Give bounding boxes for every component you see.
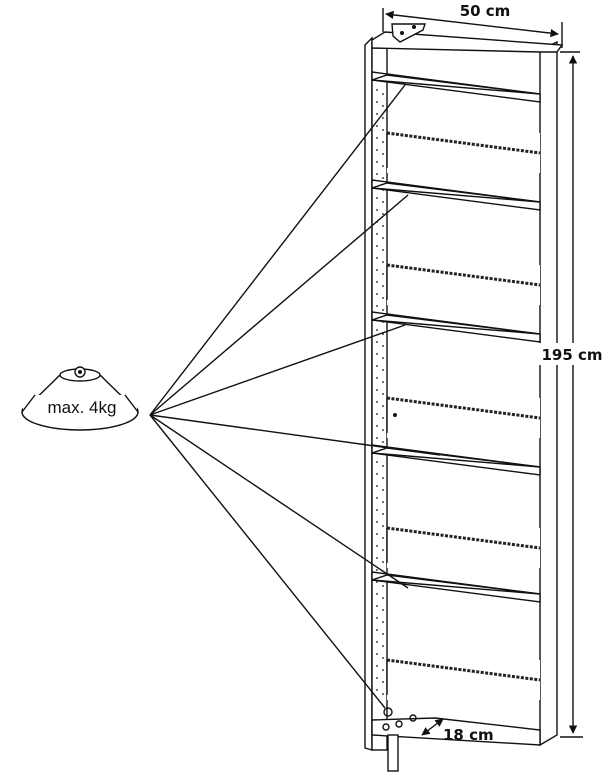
screw xyxy=(393,413,397,417)
height-dimension: 195 cm xyxy=(538,51,606,738)
pivot-hinge xyxy=(383,707,393,717)
shoe-rail xyxy=(386,396,541,420)
load-line xyxy=(149,324,406,416)
shoe-rail xyxy=(386,658,541,682)
height-label: 195 cm xyxy=(541,346,602,364)
width-dimension: 50 cm xyxy=(382,2,563,48)
weight-icon: max. 4kg xyxy=(21,366,139,431)
shelf-top xyxy=(371,74,541,95)
depth-label: 18 cm xyxy=(443,726,494,744)
load-line xyxy=(149,194,409,416)
shoe-rail xyxy=(386,131,541,155)
weight-label: max. 4kg xyxy=(48,398,117,417)
shelf-top xyxy=(371,314,541,335)
depth-dimension: 18 cm xyxy=(421,718,494,744)
left-side-panel-edge xyxy=(364,36,373,751)
load-lines xyxy=(149,84,441,709)
load-line xyxy=(149,414,409,589)
bottom-panel xyxy=(371,717,541,746)
shelf-top xyxy=(371,447,541,468)
shelf-top xyxy=(371,182,541,203)
load-line xyxy=(149,84,406,416)
load-line xyxy=(149,414,441,456)
load-line xyxy=(149,414,386,709)
right-side-panel xyxy=(539,40,558,747)
pivot-foot xyxy=(387,734,399,772)
cabinet xyxy=(364,23,564,772)
left-side-panel xyxy=(371,47,388,751)
width-label: 50 cm xyxy=(460,2,511,20)
shelf-top xyxy=(371,574,541,595)
shoe-rail xyxy=(386,526,541,550)
shoe-rail xyxy=(386,263,541,287)
shelves xyxy=(371,71,541,700)
